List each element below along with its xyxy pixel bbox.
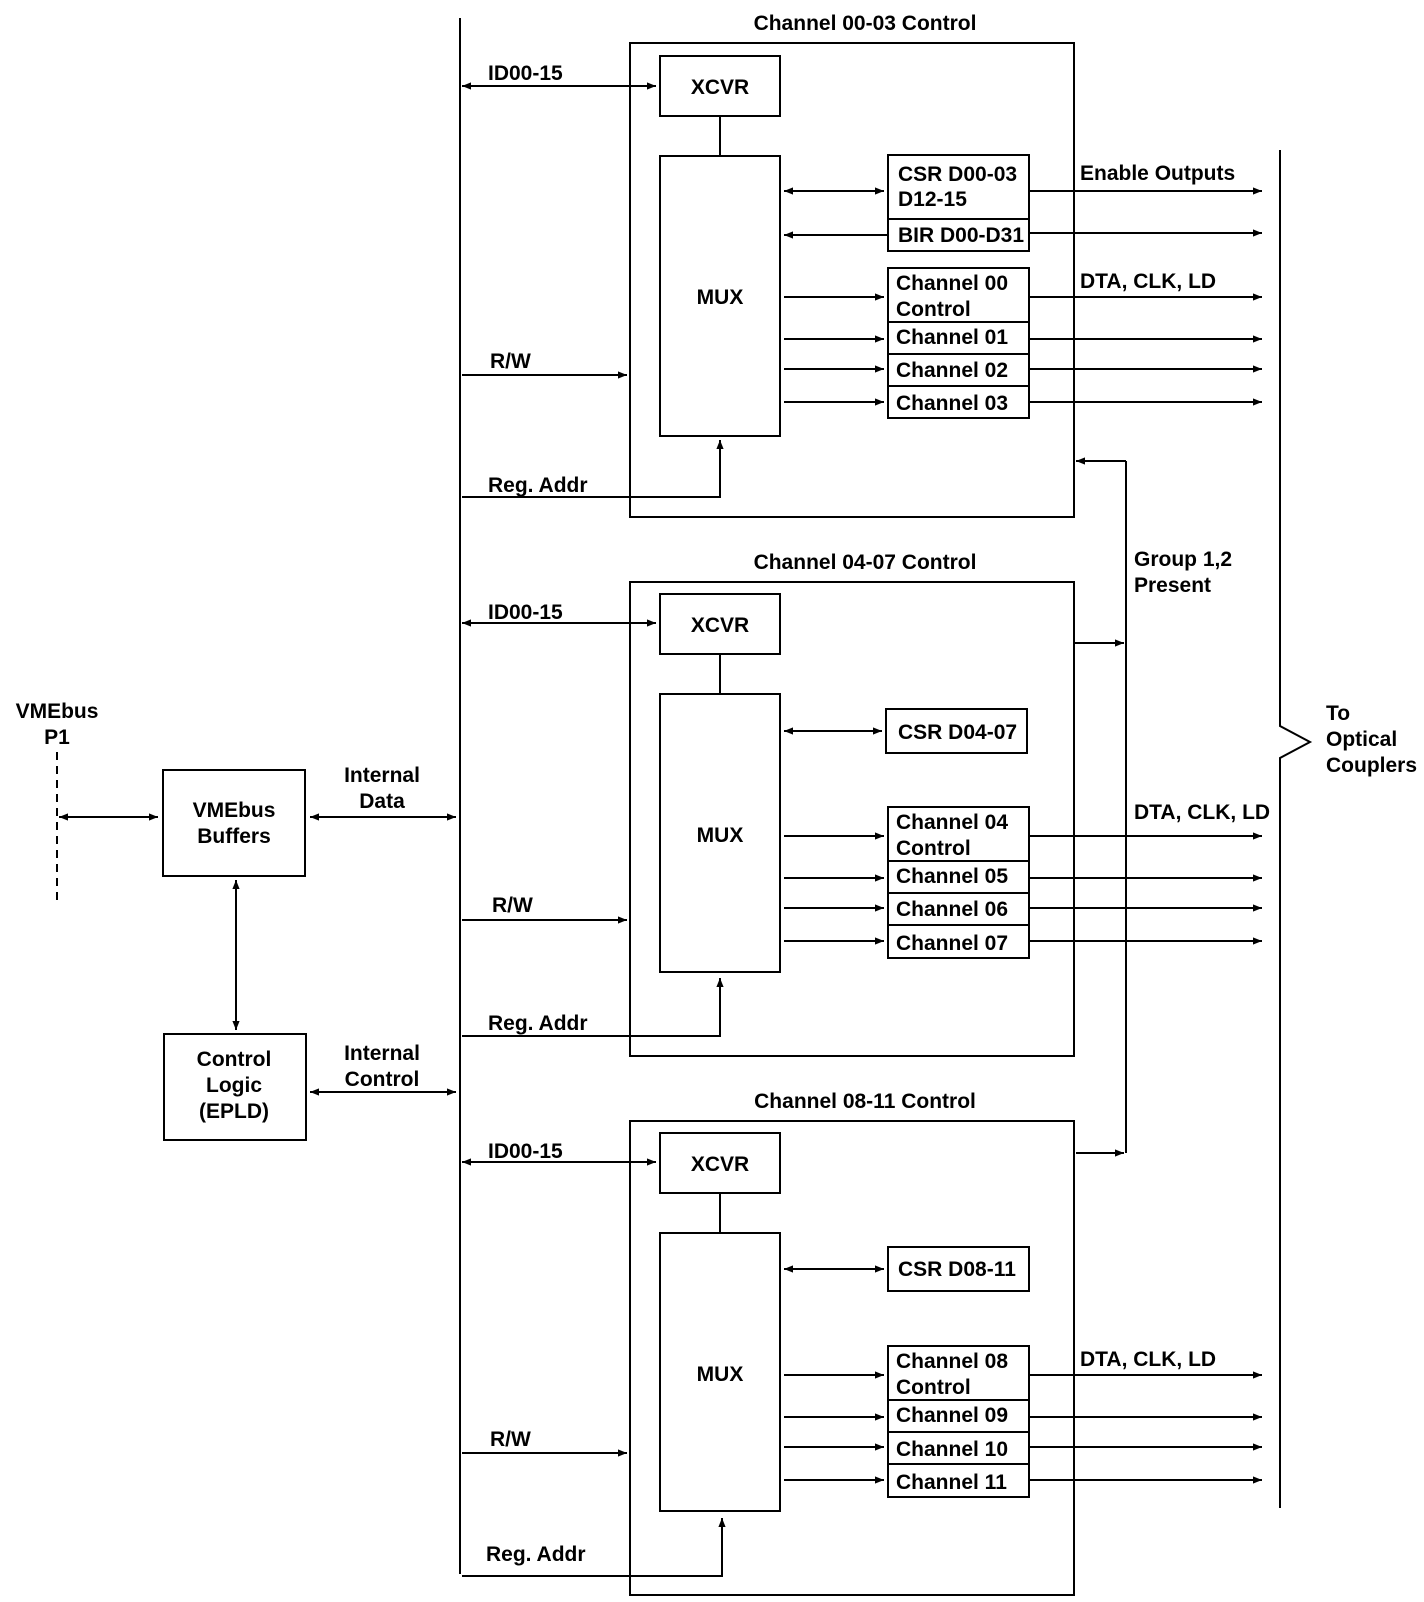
channel-group-04-07: Channel 04-07 Control ID00-15 XCVR MUX R… — [462, 551, 1270, 1057]
id-label: ID00-15 — [488, 62, 563, 85]
rw-label: R/W — [492, 894, 533, 917]
group-title: Channel 08-11 Control — [754, 1090, 976, 1113]
csr-box — [887, 154, 1030, 220]
ch-4: Channel 03 — [896, 392, 1008, 415]
output-label: DTA, CLK, LD — [1080, 270, 1216, 293]
buffers-label-line2: Buffers — [197, 825, 271, 848]
group-title: Channel 04-07 Control — [754, 551, 977, 574]
group-present-path: Group 1,2 Present — [1074, 457, 1232, 1157]
internal-data-label-line2: Data — [359, 790, 405, 813]
output-label: DTA, CLK, LD — [1134, 801, 1270, 824]
optical-label-line3: Couplers — [1326, 754, 1417, 777]
internal-control-label-line1: Internal — [344, 1042, 420, 1065]
buffers-label-line1: VMEbus — [193, 799, 276, 822]
vmebus-label-line2: P1 — [44, 726, 70, 749]
logic-label-line1: Control — [197, 1048, 272, 1071]
ch-first-line1: Channel 00 — [896, 272, 1008, 295]
csr-box — [887, 1246, 1030, 1292]
xcvr-label: XCVR — [691, 76, 749, 99]
vmebus-p1: VMEbus P1 — [16, 700, 99, 905]
ch-first-line1: Channel 08 — [896, 1350, 1008, 1373]
mux-label: MUX — [697, 824, 744, 847]
csr-label-line1: CSR D08-11 — [898, 1258, 1016, 1281]
vmebus-buffers-block: VMEbus Buffers — [162, 769, 306, 877]
csr-label-line1: CSR D00-03 — [898, 163, 1017, 186]
channel-group-08-11: Channel 08-11 Control ID00-15 XCVR MUX R… — [462, 1090, 1262, 1596]
id-label: ID00-15 — [488, 601, 563, 624]
ch-4: Channel 11 — [896, 1471, 1007, 1494]
rw-label: R/W — [490, 1428, 531, 1451]
control-logic-block: Control Logic (EPLD) — [163, 1033, 307, 1141]
internal-control-label-line2: Control — [345, 1068, 420, 1091]
csr-label-line2: D12-15 — [898, 188, 967, 211]
bir-label: BIR D00-D31 — [898, 224, 1024, 247]
logic-label-line3: (EPLD) — [199, 1100, 269, 1123]
internal-data-label-line1: Internal — [344, 764, 420, 787]
ch-4: Channel 07 — [896, 932, 1008, 955]
ch-first-line2: Control — [896, 298, 971, 321]
reg-addr-arrow — [462, 978, 724, 1037]
rw-label: R/W — [490, 350, 531, 373]
ch-3: Channel 06 — [896, 898, 1008, 921]
reg-addr-arrow — [462, 1518, 726, 1577]
logic-label-line2: Logic — [206, 1074, 262, 1097]
ch-3: Channel 10 — [896, 1438, 1008, 1461]
group-present-label-line1: Group 1,2 — [1134, 548, 1232, 571]
bir-box — [887, 218, 1030, 252]
output-label: DTA, CLK, LD — [1080, 1348, 1216, 1371]
mux-label: MUX — [697, 286, 744, 309]
group-title: Channel 00-03 Control — [754, 12, 977, 35]
xcvr-label: XCVR — [691, 614, 749, 637]
ch-first-line2: Control — [896, 1376, 971, 1399]
optical-label-line1: To — [1326, 702, 1350, 725]
reg-addr-label: Reg. Addr — [488, 1012, 588, 1035]
csr-box — [885, 708, 1028, 754]
xcvr-label: XCVR — [691, 1153, 749, 1176]
ch-3: Channel 02 — [896, 359, 1008, 382]
csr-output-label: Enable Outputs — [1080, 162, 1235, 185]
ch-2: Channel 05 — [896, 865, 1008, 888]
ch-2: Channel 09 — [896, 1404, 1008, 1427]
mux-label: MUX — [697, 1363, 744, 1386]
id-label: ID00-15 — [488, 1140, 563, 1163]
vmebus-label-line1: VMEbus — [16, 700, 99, 723]
csr-label-line1: CSR D04-07 — [898, 721, 1017, 744]
ch-first-line1: Channel 04 — [896, 811, 1008, 834]
reg-addr-arrow — [462, 440, 724, 498]
group-present-label-line2: Present — [1134, 574, 1211, 597]
reg-addr-label: Reg. Addr — [488, 474, 588, 497]
channel-group-00-03: Channel 00-03 Control ID00-15 XCVR MUX R… — [462, 12, 1262, 518]
ch-first-line2: Control — [896, 837, 971, 860]
optical-label-line2: Optical — [1326, 728, 1397, 751]
reg-addr-label: Reg. Addr — [486, 1543, 586, 1566]
ch-2: Channel 01 — [896, 326, 1008, 349]
optical-couplers-brace: To Optical Couplers — [1279, 150, 1417, 1508]
